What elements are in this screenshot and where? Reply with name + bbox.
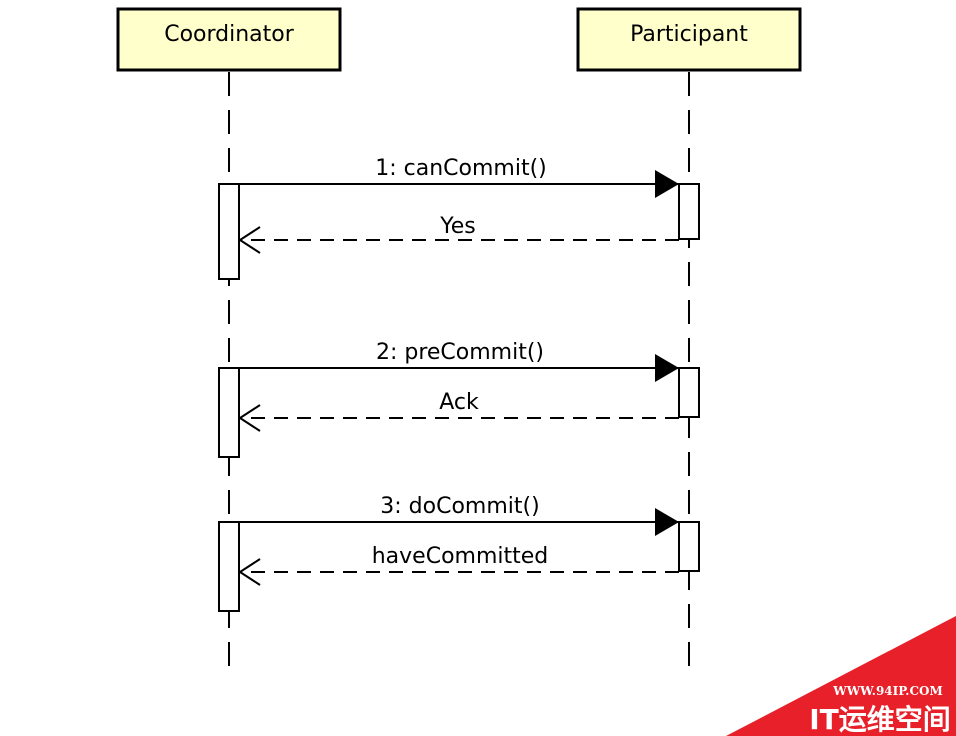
watermark-title: IT运维空间 xyxy=(809,703,951,736)
reply-arrowhead-1 xyxy=(238,226,261,254)
participant-activation-1 xyxy=(678,183,700,240)
watermark-url: WWW.94IP.COM xyxy=(832,684,943,698)
lifeline-coordinator: Coordinator xyxy=(116,7,342,672)
lifeline-participant: Participant xyxy=(576,7,802,672)
coordinator-box xyxy=(116,7,342,72)
participant-label: Participant xyxy=(630,22,748,47)
message-3: 3: doCommit() haveCommitted xyxy=(238,494,679,586)
call-label-1: 1: canCommit() xyxy=(375,156,547,181)
call-label-2: 2: preCommit() xyxy=(376,340,544,365)
message-2: 2: preCommit() Ack xyxy=(238,340,679,432)
reply-label-2: Ack xyxy=(439,390,479,415)
reply-arrowhead-3 xyxy=(238,558,261,586)
reply-arrowhead-2 xyxy=(238,404,261,432)
coordinator-activation-3 xyxy=(218,521,240,612)
reply-label-3: haveCommitted xyxy=(372,544,549,569)
watermark: WWW.94IP.COM IT运维空间 xyxy=(726,616,956,736)
coordinator-activation-2 xyxy=(218,367,240,458)
reply-label-1: Yes xyxy=(439,214,476,239)
participant-box xyxy=(576,7,802,72)
coordinator-label: Coordinator xyxy=(164,22,295,47)
message-1: 1: canCommit() Yes xyxy=(238,156,679,254)
call-label-3: 3: doCommit() xyxy=(380,494,539,519)
coordinator-activation-1 xyxy=(218,183,240,280)
watermark-triangle xyxy=(726,616,956,736)
participant-activation-2 xyxy=(678,367,700,418)
participant-activation-3 xyxy=(678,521,700,572)
